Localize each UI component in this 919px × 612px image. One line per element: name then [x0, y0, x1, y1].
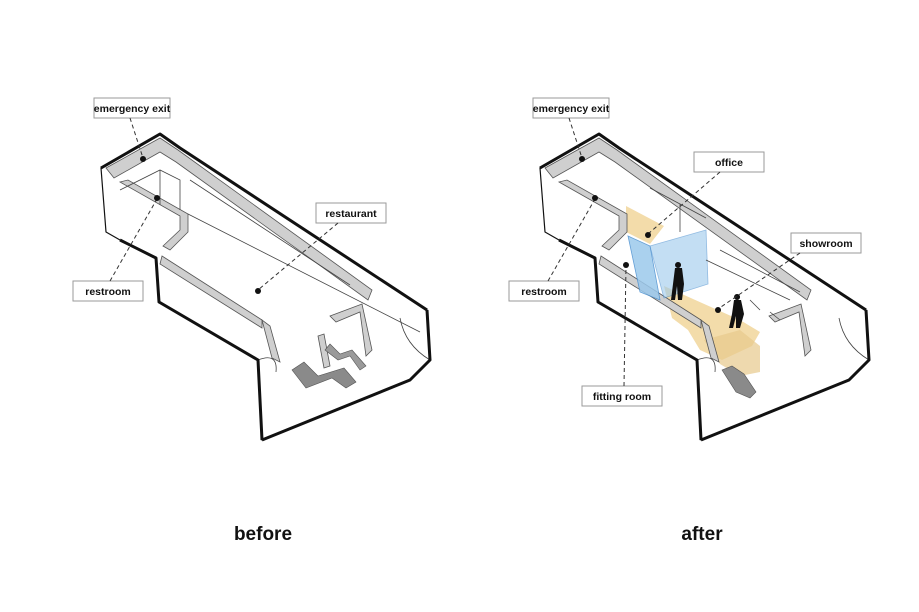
- before-label-restroom: restroom: [85, 286, 131, 298]
- before-label-emergency-exit-box: [93, 97, 171, 119]
- after-plan: emergency exit office showroom restroom …: [508, 97, 871, 545]
- after-person-icon-1: [671, 262, 684, 300]
- after-label-restroom-box: [508, 280, 580, 302]
- after-label-restroom: restroom: [521, 286, 567, 298]
- after-person-icon-2: [729, 294, 744, 328]
- before-caption: before: [234, 524, 292, 545]
- before-plan: emergency exit restaurant restroom befor…: [72, 97, 432, 545]
- after-restroom-marker: [592, 195, 598, 201]
- after-label-office-box: [693, 151, 765, 173]
- after-label-office: office: [715, 157, 743, 169]
- after-label-fitting-room-box: [581, 385, 663, 407]
- after-stairs-icon: [721, 365, 757, 399]
- after-label-showroom: showroom: [799, 238, 852, 250]
- before-label-emergency-exit: emergency exit: [94, 103, 171, 115]
- after-fitting-room-marker: [623, 262, 629, 268]
- after-office-floor: [626, 206, 664, 244]
- before-wall-cut: [105, 137, 373, 301]
- before-restaurant-marker: [255, 288, 261, 294]
- before-restroom-marker: [154, 195, 160, 201]
- before-label-restroom-box: [72, 280, 144, 302]
- after-showroom-marker: [715, 307, 721, 313]
- after-label-emergency-exit-box: [532, 97, 610, 119]
- after-label-emergency-exit: emergency exit: [533, 103, 610, 115]
- before-stairs-icon: [291, 361, 357, 389]
- after-label-fitting-room: fitting room: [593, 391, 651, 403]
- after-label-showroom-box: [790, 232, 862, 254]
- after-glass-partition: [627, 235, 661, 301]
- after-emergency-exit-marker: [579, 156, 585, 162]
- after-office-marker: [645, 232, 651, 238]
- before-label-restaurant: restaurant: [325, 208, 377, 220]
- before-emergency-exit-marker: [140, 156, 146, 162]
- after-caption: after: [681, 524, 723, 545]
- before-label-restaurant-box: [315, 202, 387, 224]
